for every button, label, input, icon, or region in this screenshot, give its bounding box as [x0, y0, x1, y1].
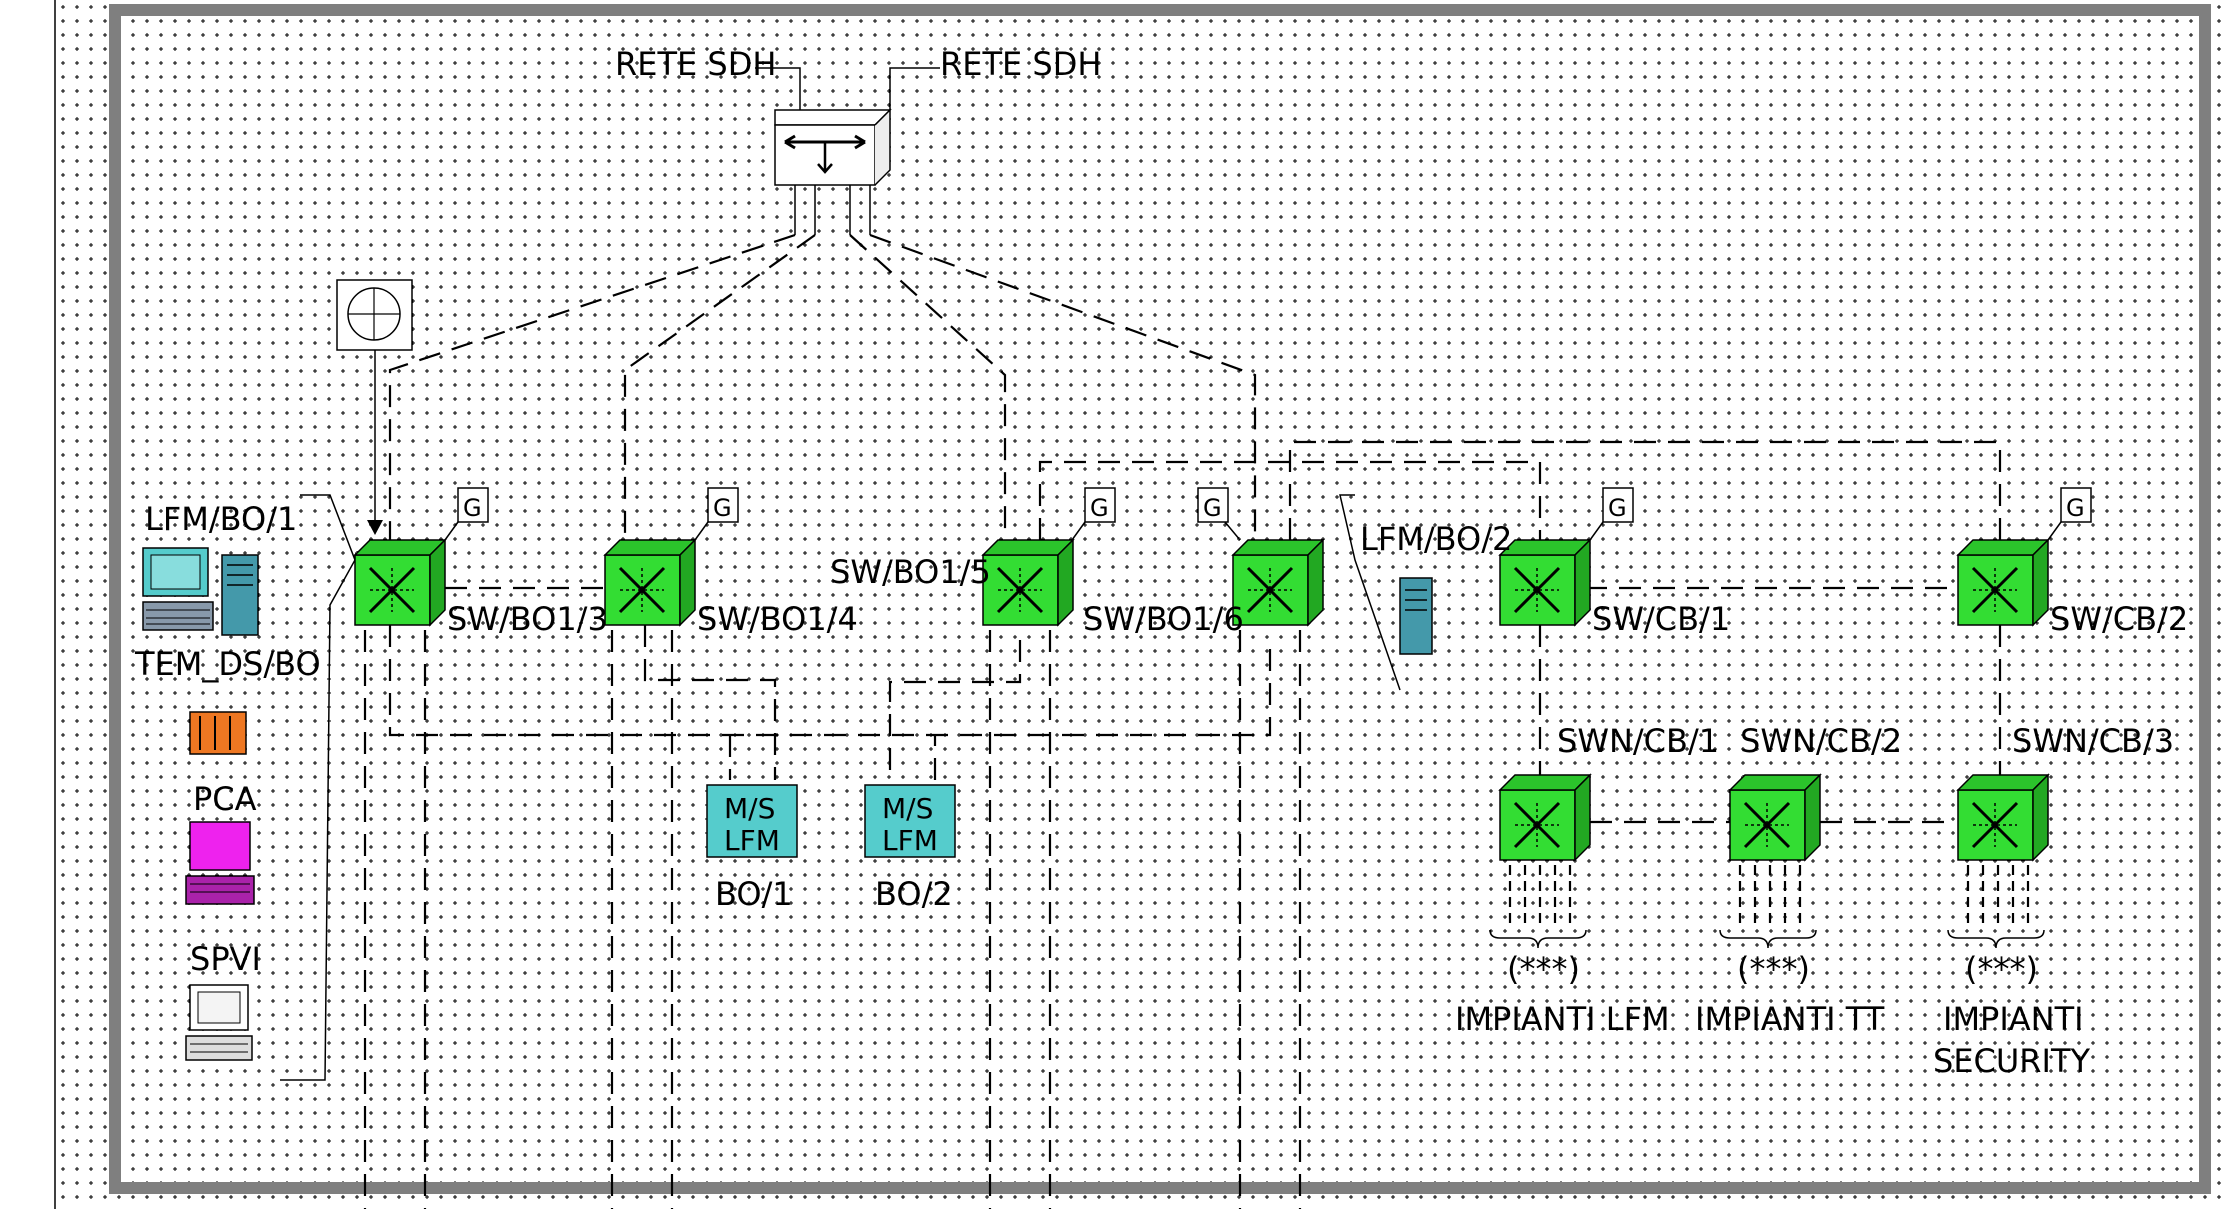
diagram-frame — [109, 4, 2211, 1194]
switches — [353, 538, 2050, 862]
g-label: G — [1608, 494, 1627, 522]
clock-source-icon — [336, 279, 413, 351]
braces — [1489, 929, 2045, 949]
switch-label-sw-bo1-3: SW/BO1/3 — [447, 600, 608, 638]
switch-sw-cb-2[interactable] — [1956, 538, 2050, 627]
g-label: G — [2066, 494, 2085, 522]
solid-links — [280, 67, 1401, 1081]
g-markers — [444, 487, 2092, 541]
switch-label-swn-cb-1: SWN/CB/1 — [1557, 722, 1719, 760]
lfm-unit-bo1[interactable]: M/S LFM — [706, 784, 798, 858]
lfm-unit-line2: LFM — [724, 824, 780, 857]
impianti-mark: (***) — [1737, 950, 1810, 988]
switch-swn-cb-2[interactable] — [1728, 773, 1822, 862]
workstation-pca-icon[interactable] — [185, 821, 255, 905]
switch-label-sw-bo1-5: SW/BO1/5 — [830, 553, 991, 591]
g-label: G — [1203, 494, 1222, 522]
switch-sw-bo1-6[interactable] — [1231, 538, 1325, 627]
station-label-lfm-bo-2: LFM/BO/2 — [1360, 520, 1512, 558]
switch-label-swn-cb-3: SWN/CB/3 — [2012, 722, 2174, 760]
arrow-head — [367, 520, 383, 535]
g-marker-labels: G G G G G G — [463, 494, 2085, 522]
impianti-mark: (***) — [1507, 950, 1580, 988]
lfm-unit-line1: M/S — [882, 792, 933, 825]
switch-label-swn-cb-2: SWN/CB/2 — [1740, 722, 1902, 760]
switch-sw-bo1-5[interactable] — [981, 538, 1075, 627]
sdh-mux-node — [774, 108, 892, 186]
dashed-links — [363, 233, 2002, 1209]
lfm-unit-line2: LFM — [882, 824, 938, 857]
server-lfm-bo-2-icon[interactable] — [1399, 577, 1433, 655]
switch-label-sw-cb-1: SW/CB/1 — [1592, 600, 1730, 638]
impianti-label: IMPIANTI — [1943, 1000, 2084, 1038]
lfm-unit-line1: M/S — [724, 792, 775, 825]
station-label-spvi: SPVI — [190, 940, 261, 978]
switch-label-sw-bo1-6: SW/BO1/6 — [1083, 600, 1244, 638]
station-label-tem-ds-bo: TEM_DS/BO — [134, 645, 321, 683]
switch-sw-bo1-3[interactable] — [353, 538, 447, 627]
impianti-label: IMPIANTI TT — [1695, 1000, 1885, 1038]
switch-swn-cb-3[interactable] — [1956, 773, 2050, 862]
rack-tem-ds-bo-icon[interactable] — [189, 711, 247, 755]
switch-sw-cb-1[interactable] — [1498, 538, 1592, 627]
station-label-lfm-bo-1: LFM/BO/1 — [145, 500, 297, 538]
g-label: G — [463, 494, 482, 522]
g-label: G — [1090, 494, 1109, 522]
switch-label-sw-bo1-4: SW/BO1/4 — [697, 600, 858, 638]
station-label-pca: PCA — [193, 780, 257, 818]
lfm-unit-caption: BO/2 — [875, 875, 953, 913]
impianti-label-line2: SECURITY — [1933, 1042, 2091, 1080]
rete-sdh-left-label: RETE SDH — [615, 45, 776, 83]
switch-label-sw-cb-2: SW/CB/2 — [2050, 600, 2188, 638]
workstation-lfm-bo-1-icon[interactable] — [142, 547, 259, 636]
rete-sdh-right-label: RETE SDH — [940, 45, 1101, 83]
lfm-unit-caption: BO/1 — [715, 875, 793, 913]
impianti-mark: (***) — [1965, 950, 2038, 988]
switch-sw-bo1-4[interactable] — [603, 538, 697, 627]
impianti-label: IMPIANTI LFM — [1455, 1000, 1670, 1038]
switch-swn-cb-1[interactable] — [1498, 773, 1592, 862]
g-label: G — [713, 494, 732, 522]
lfm-unit-bo2[interactable]: M/S LFM — [864, 784, 956, 858]
workstation-spvi-icon[interactable] — [185, 984, 253, 1061]
